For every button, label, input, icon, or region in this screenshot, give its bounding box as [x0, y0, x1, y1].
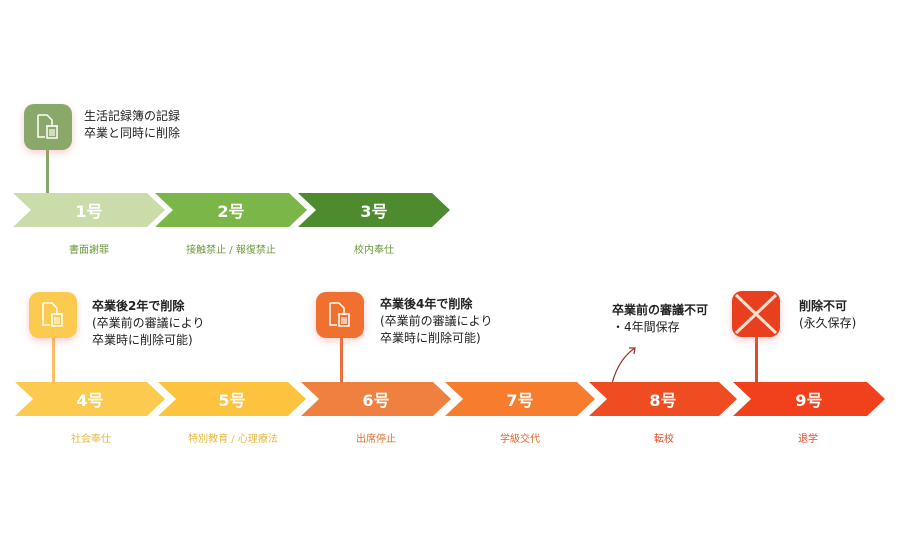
connector-line	[340, 334, 343, 384]
retention-note: 卒業後2年で削除(卒業前の審議により卒業時に削除可能)	[92, 299, 205, 347]
stage-5: 5号	[158, 382, 306, 416]
stage-label: 学級交代	[500, 434, 540, 445]
stage-8: 8号	[589, 382, 737, 416]
stage-label: 退学	[798, 434, 818, 445]
stage-3: 3号	[298, 193, 450, 227]
stage-label: 接触禁止 / 報復禁止	[186, 245, 276, 256]
stage-label: 校内奉仕	[354, 245, 394, 256]
connector-line	[52, 334, 55, 384]
stage-1: 1号	[13, 193, 165, 227]
stage-2: 2号	[155, 193, 307, 227]
stage-label: 書面謝罪	[69, 245, 109, 256]
stage-4: 4号	[15, 382, 165, 416]
connector-line	[46, 148, 49, 194]
x-icon	[732, 291, 780, 337]
document-trash-icon	[316, 292, 364, 338]
document-trash-icon	[24, 104, 72, 150]
stage-label: 社会奉仕	[71, 434, 111, 445]
retention-note: 生活記録簿の記録卒業と同時に削除	[84, 109, 181, 140]
retention-note: 削除不可(永久保存)	[799, 299, 857, 330]
stage-label: 特別教育 / 心理療法	[188, 434, 278, 445]
retention-note: 卒業前の審議不可・4年間保存	[612, 303, 709, 334]
stage-label: 出席停止	[356, 434, 396, 445]
retention-note: 卒業後4年で削除(卒業前の審議により卒業時に削除可能)	[380, 297, 493, 345]
connector-line	[755, 334, 758, 384]
stage-label: 転校	[654, 434, 674, 445]
stage-6: 6号	[301, 382, 451, 416]
document-trash-icon	[29, 292, 77, 338]
stage-9: 9号	[733, 382, 885, 416]
stage-7: 7号	[445, 382, 595, 416]
